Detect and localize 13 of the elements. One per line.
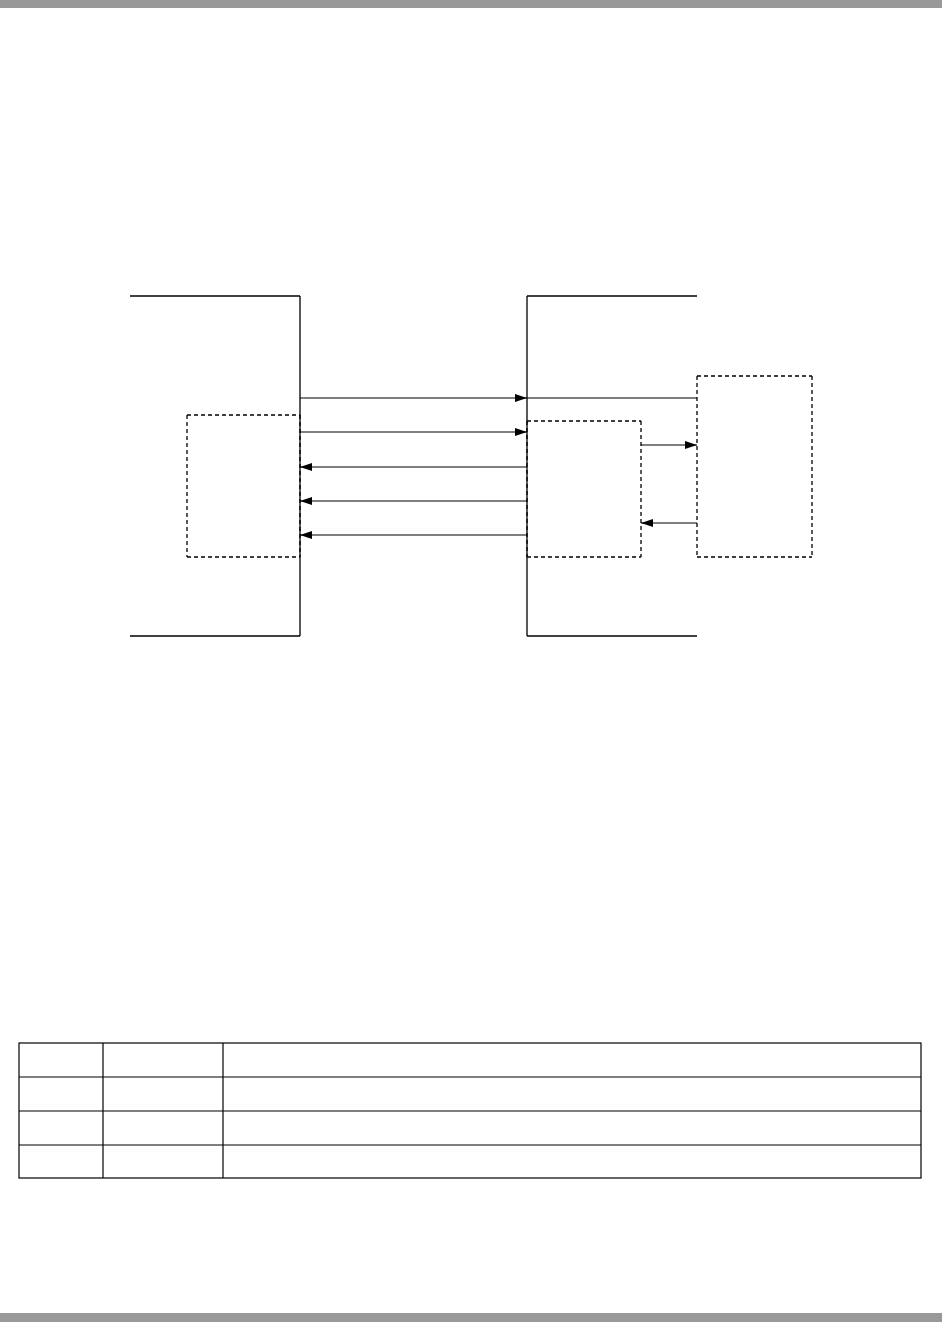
arrow <box>299 428 528 436</box>
arrow <box>299 497 528 505</box>
open-block <box>527 296 697 636</box>
arrow <box>299 531 528 539</box>
arrow <box>299 463 528 471</box>
open-block <box>130 296 300 636</box>
arrow <box>299 394 528 402</box>
dashed-block <box>697 376 812 557</box>
dashed-block <box>527 421 641 557</box>
arrow <box>640 519 698 527</box>
dashed-block <box>187 415 300 557</box>
arrow <box>640 441 698 449</box>
connector-line <box>526 397 698 399</box>
